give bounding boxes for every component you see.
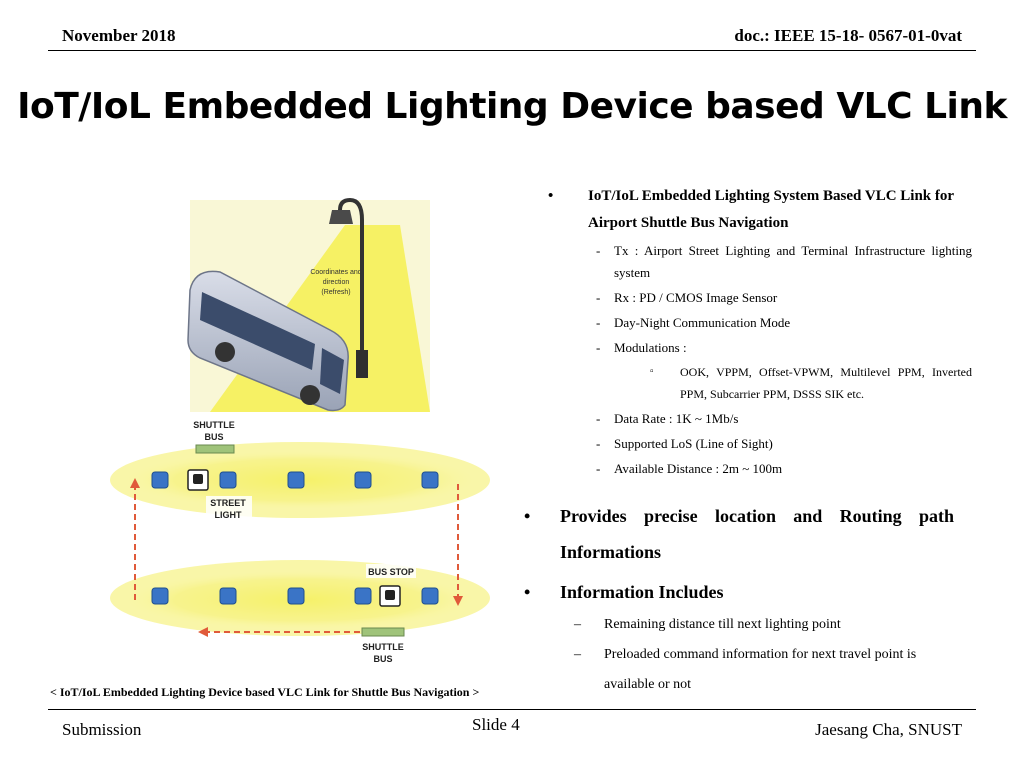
svg-text:(Refresh): (Refresh) xyxy=(321,289,350,296)
bullet-text: IoT/IoL Embedded Lighting System Based V… xyxy=(588,188,954,231)
bullet-dot: • xyxy=(548,188,554,204)
svg-text:Coordinates and: Coordinates and xyxy=(310,269,361,276)
shuttle-bus-navigation-figure: Coordinates and direction (Refresh) xyxy=(110,197,490,664)
info-item: –Remaining distance till next lighting p… xyxy=(574,617,841,632)
bus-icon xyxy=(187,270,349,412)
header-doc-id: doc.: IEEE 15-18- 0567-01-0vat xyxy=(734,26,962,45)
svg-text:LIGHT: LIGHT xyxy=(215,510,242,520)
street-light-label: STREET xyxy=(210,498,246,508)
sub-item: -Day-Night Communication Mode xyxy=(596,315,791,330)
header-divider xyxy=(48,50,976,51)
svg-text:direction: direction xyxy=(323,279,350,286)
footer-author: Jaesang Cha, SNUST xyxy=(815,720,962,739)
route-arrows xyxy=(134,484,459,633)
coordinates-label: Coordinates and direction (Refresh) xyxy=(310,269,361,296)
bus-stop-label: BUS STOP xyxy=(368,567,414,577)
sub-sub-item: ▫OOK, VPPM, Offset-VPWM, Multilevel PPM,… xyxy=(650,365,972,401)
sub-item: -Supported LoS (Line of Sight) xyxy=(596,436,773,451)
shuttle-bus-bottom-icon xyxy=(361,627,405,637)
figure-caption: < IoT/IoL Embedded Lighting Device based… xyxy=(50,685,480,699)
bullet-item-main: • IoT/IoL Embedded Lighting System Based… xyxy=(540,183,972,237)
info-item: –Preloaded command information for next … xyxy=(574,647,917,692)
bullet-item-main: • Information Includes xyxy=(524,582,724,602)
slide-title: IoT/IoL Embedded Lighting Device based V… xyxy=(17,86,1007,127)
sub-item: -Rx : PD / CMOS Image Sensor xyxy=(596,290,778,305)
sub-item: -Modulations : xyxy=(596,340,687,355)
sub-item: -Available Distance : 2m ~ 100m xyxy=(596,461,783,476)
bullet-list-2: • Provides precise location and Routing … xyxy=(518,498,954,700)
sub-item: -Tx : Airport Street Lighting and Termin… xyxy=(596,243,972,280)
footer-slide-number: Slide 4 xyxy=(472,715,520,734)
bullet-list-1: • IoT/IoL Embedded Lighting System Based… xyxy=(540,183,972,480)
shuttle-bus-top-label: SHUTTLE xyxy=(193,420,235,430)
header-date: November 2018 xyxy=(62,26,176,45)
sub-item: -Data Rate : 1K ~ 1Mb/s xyxy=(596,411,739,426)
street-lamp-icon xyxy=(329,197,368,378)
shuttle-bus-bottom-label: SHUTTLE xyxy=(362,642,404,652)
svg-text:BUS: BUS xyxy=(204,432,223,442)
shuttle-bus-top-icon xyxy=(195,444,235,454)
footer-divider xyxy=(48,709,976,710)
svg-text:BUS: BUS xyxy=(373,654,392,664)
footer-submission: Submission xyxy=(62,720,142,739)
street-light-row-bottom xyxy=(151,587,439,605)
bullet-item-main: • Provides precise location and Routing … xyxy=(524,506,954,562)
street-light-row-top xyxy=(151,471,439,489)
